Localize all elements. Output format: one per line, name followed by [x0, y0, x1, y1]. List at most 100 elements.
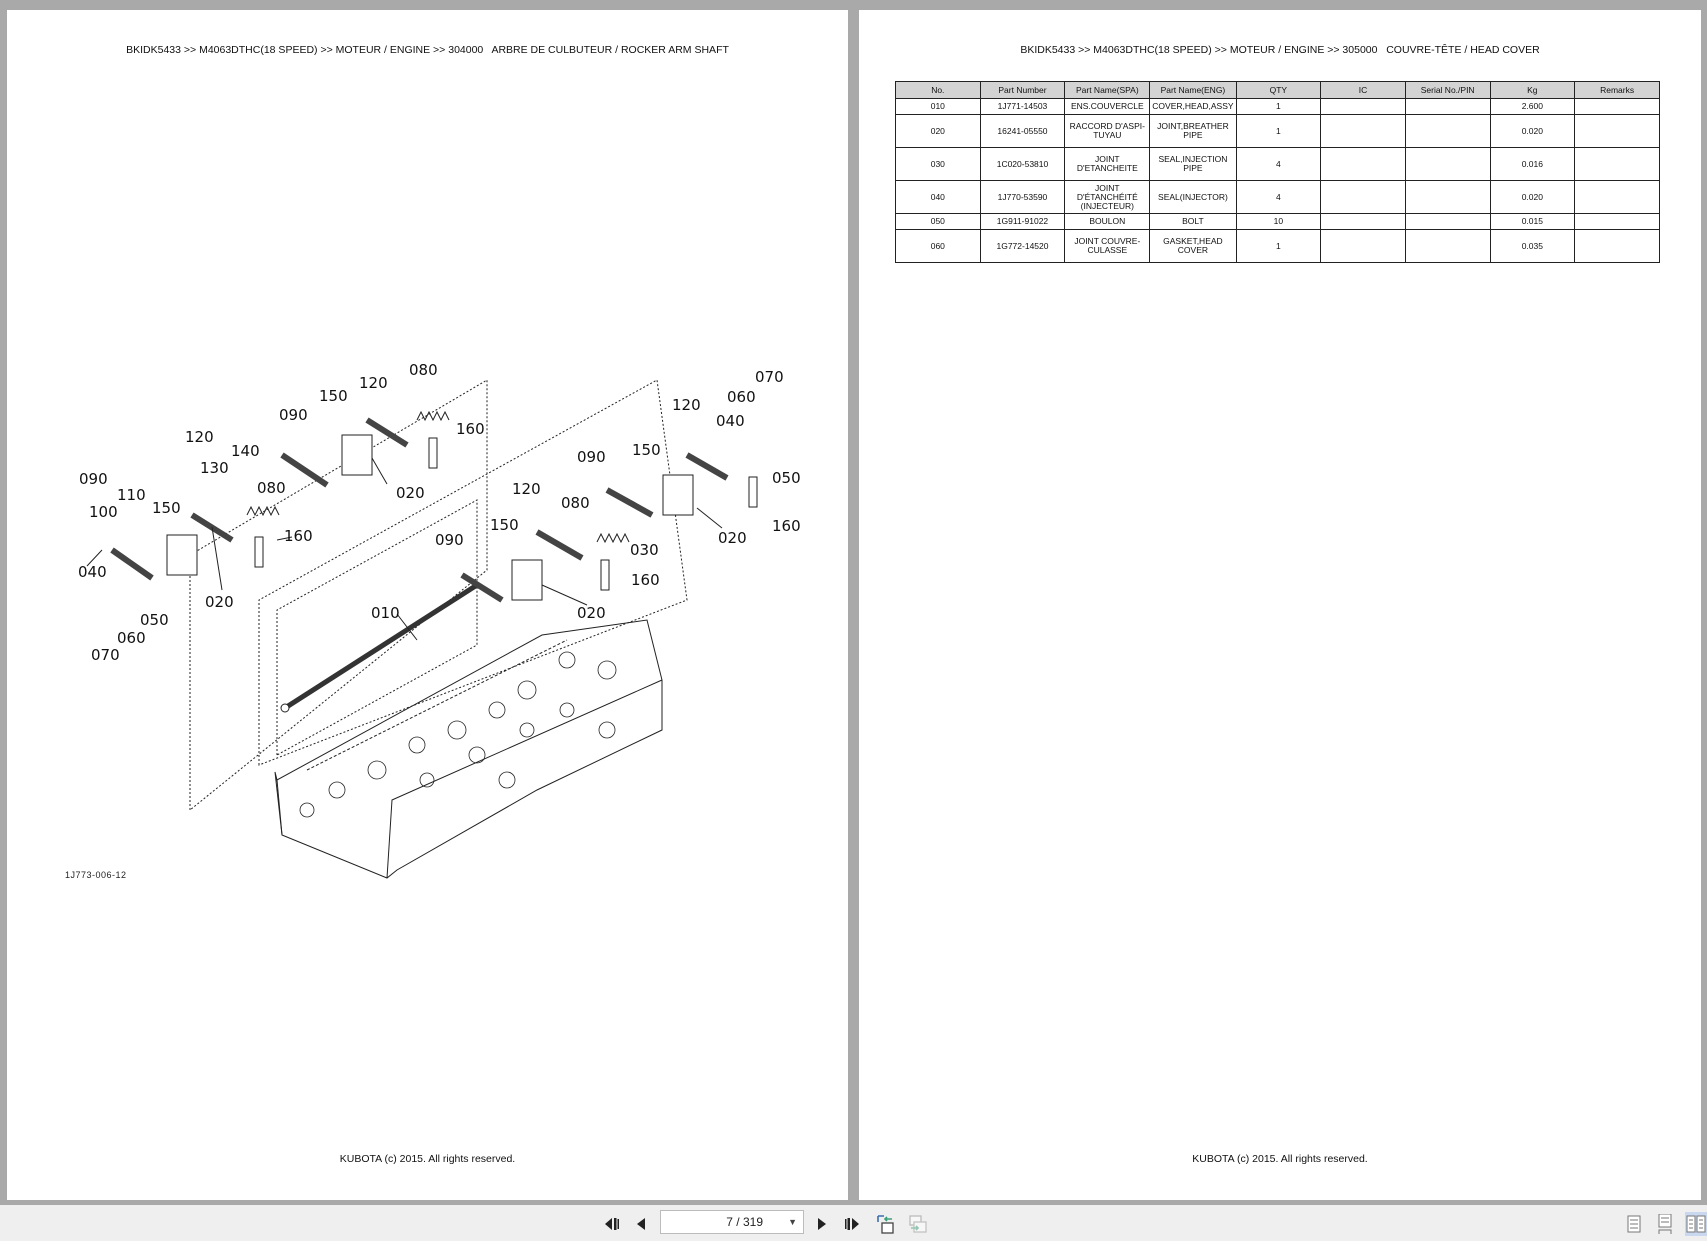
cell-name-eng: SEAL(INJECTOR)	[1149, 180, 1237, 214]
svg-text:130: 130	[200, 459, 229, 477]
cell-no: 020	[895, 114, 981, 148]
cell-no: 060	[895, 229, 981, 263]
cell-kg: 0.035	[1489, 229, 1576, 263]
svg-text:050: 050	[140, 611, 169, 629]
svg-text:020: 020	[396, 484, 425, 502]
page-number-value: 7 / 319	[726, 1215, 763, 1229]
parts-table: No. Part Number Part Name(SPA) Part Name…	[895, 81, 1660, 263]
cell-part-number: 16241-05550	[979, 114, 1066, 148]
cell-qty: 4	[1235, 147, 1322, 181]
cell-no: 040	[895, 180, 981, 214]
cell-serial	[1404, 114, 1491, 148]
cell-serial	[1404, 213, 1491, 230]
cell-remarks	[1574, 98, 1660, 115]
svg-text:100: 100	[89, 503, 118, 521]
column-header: Part Name(ENG)	[1149, 81, 1237, 99]
svg-text:040: 040	[78, 563, 107, 581]
cell-name-eng: JOINT,BREATHER PIPE	[1149, 114, 1237, 148]
cell-ic	[1320, 98, 1406, 115]
svg-text:020: 020	[718, 529, 747, 547]
svg-text:090: 090	[435, 531, 464, 549]
cell-name-spa: JOINT D'ÉTANCHÉITÉ (INJECTEUR)	[1064, 180, 1151, 214]
cell-name-eng: GASKET,HEAD COVER	[1149, 229, 1237, 263]
column-header: QTY	[1235, 81, 1322, 99]
previous-view-button[interactable]	[875, 1213, 897, 1235]
skip-to-first-icon	[605, 1218, 619, 1230]
cell-qty: 1	[1235, 114, 1322, 148]
svg-text:040: 040	[716, 412, 745, 430]
cell-serial	[1404, 229, 1491, 263]
svg-text:070: 070	[755, 368, 784, 386]
cell-serial	[1404, 180, 1491, 214]
svg-text:150: 150	[632, 441, 661, 459]
page-breadcrumb: BKIDK5433 >> M4063DTHC(18 SPEED) >> MOTE…	[1020, 44, 1540, 56]
cell-no: 030	[895, 147, 981, 181]
svg-text:050: 050	[772, 469, 801, 487]
cell-ic	[1320, 147, 1406, 181]
column-header: Part Number	[979, 81, 1066, 99]
cell-name-spa: RACCORD D'ASPI-TUYAU	[1064, 114, 1151, 148]
page-number-input[interactable]: 7 / 319 ▼	[660, 1210, 804, 1234]
cell-serial	[1404, 147, 1491, 181]
svg-text:120: 120	[359, 374, 388, 392]
svg-text:160: 160	[456, 420, 485, 438]
table-row: 010 1J771-14503 ENS.COUVERCLE COVER,HEAD…	[895, 98, 1660, 115]
cell-qty: 4	[1235, 180, 1322, 214]
skip-to-last-icon	[845, 1218, 859, 1230]
cell-kg: 0.020	[1489, 114, 1576, 148]
chevron-down-icon[interactable]: ▼	[788, 1217, 797, 1227]
page-breadcrumb: BKIDK5433 >> M4063DTHC(18 SPEED) >> MOTE…	[126, 44, 729, 56]
table-row: 040 1J770-53590 JOINT D'ÉTANCHÉITÉ (INJE…	[895, 180, 1660, 214]
cell-part-number: 1J770-53590	[979, 180, 1066, 214]
cell-remarks	[1574, 147, 1660, 181]
first-page-button[interactable]	[601, 1213, 623, 1235]
svg-text:020: 020	[577, 604, 606, 622]
cell-name-spa: JOINT COUVRE-CULASSE	[1064, 229, 1151, 263]
previous-page-button[interactable]	[630, 1213, 652, 1235]
table-header-row: No. Part Number Part Name(SPA) Part Name…	[895, 81, 1660, 99]
svg-text:020: 020	[205, 593, 234, 611]
next-arrow-icon	[818, 1218, 826, 1230]
cell-name-spa: ENS.COUVERCLE	[1064, 98, 1151, 115]
cell-ic	[1320, 114, 1406, 148]
svg-text:080: 080	[409, 361, 438, 379]
viewer-toolbar: 7 / 319 ▼	[0, 1205, 1707, 1241]
pdf-page-left: BKIDK5433 >> M4063DTHC(18 SPEED) >> MOTE…	[7, 10, 848, 1200]
column-header: IC	[1320, 81, 1406, 99]
previous-arrow-icon	[637, 1218, 645, 1230]
cell-part-number: 1G911-91022	[979, 213, 1066, 230]
svg-text:160: 160	[631, 571, 660, 589]
cell-name-eng: BOLT	[1149, 213, 1237, 230]
svg-text:080: 080	[257, 479, 286, 497]
cell-part-number: 1G772-14520	[979, 229, 1066, 263]
cell-ic	[1320, 229, 1406, 263]
svg-text:160: 160	[772, 517, 801, 535]
cell-no: 050	[895, 213, 981, 230]
table-row: 060 1G772-14520 JOINT COUVRE-CULASSE GAS…	[895, 229, 1660, 263]
svg-text:150: 150	[319, 387, 348, 405]
svg-text:120: 120	[672, 396, 701, 414]
last-page-button[interactable]	[841, 1213, 863, 1235]
cell-ic	[1320, 180, 1406, 214]
svg-text:110: 110	[117, 486, 146, 504]
table-row: 030 1C020-53810 JOINT D'ETANCHEITE SEAL,…	[895, 147, 1660, 181]
cell-name-spa: BOULON	[1064, 213, 1151, 230]
svg-text:150: 150	[152, 499, 181, 517]
continuous-view-button[interactable]	[1654, 1212, 1676, 1236]
svg-text:080: 080	[561, 494, 590, 512]
cell-qty: 1	[1235, 229, 1322, 263]
cell-kg: 0.020	[1489, 180, 1576, 214]
two-page-icon	[1686, 1215, 1706, 1233]
table-row: 050 1G911-91022 BOULON BOLT 10 0.015	[895, 213, 1660, 230]
cell-name-spa: JOINT D'ETANCHEITE	[1064, 147, 1151, 181]
svg-text:090: 090	[577, 448, 606, 466]
next-view-button[interactable]	[907, 1213, 929, 1235]
single-page-view-button[interactable]	[1623, 1212, 1645, 1236]
svg-text:120: 120	[185, 428, 214, 446]
next-page-button[interactable]	[811, 1213, 833, 1235]
two-page-view-button[interactable]	[1685, 1212, 1707, 1236]
page-footer: KUBOTA (c) 2015. All rights reserved.	[1192, 1153, 1368, 1165]
svg-text:060: 060	[117, 629, 146, 647]
continuous-page-icon	[1658, 1214, 1672, 1234]
column-header: Part Name(SPA)	[1064, 81, 1151, 99]
